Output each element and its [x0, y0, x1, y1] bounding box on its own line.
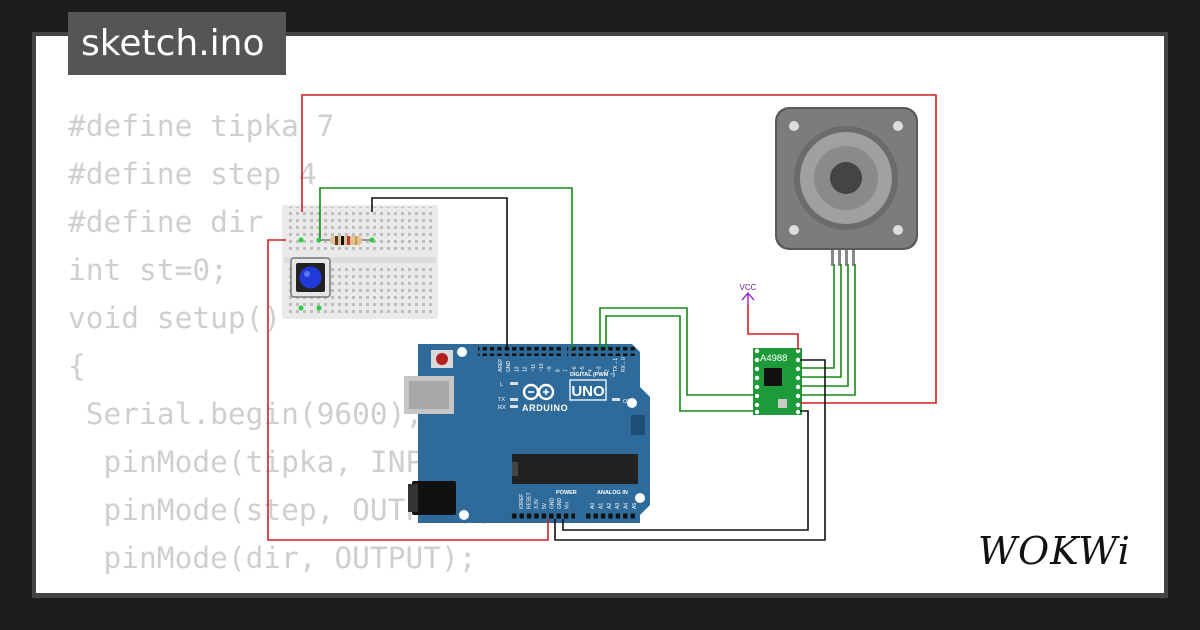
- code-line: #define step 4: [68, 157, 317, 191]
- arduino-pin-label: IOREF: [519, 494, 525, 509]
- l-led-label: L: [500, 382, 503, 388]
- wire-green: [800, 264, 835, 369]
- stepper-motor[interactable]: [775, 107, 918, 266]
- wire-black: [371, 197, 508, 349]
- arduino-pin-label: GND: [557, 498, 563, 510]
- wire-green: [800, 264, 849, 387]
- code-line: }: [68, 582, 494, 593]
- arduino-model-label: UNO: [571, 383, 605, 400]
- arduino-pin-label: A3: [615, 503, 621, 509]
- arduino-pin-label: ~5: [580, 366, 586, 372]
- power-led-label: ON: [623, 399, 631, 405]
- rx-led-label: RX: [498, 405, 506, 411]
- arduino-pin-label: 8: [555, 369, 561, 372]
- tx-led-label: TX: [498, 397, 505, 403]
- arduino-pin-label: 3.3V: [534, 498, 540, 509]
- arduino-uno-board[interactable]: UNO ARDUINO DIGITAL (PWM ~) POWER ANALOG…: [404, 344, 650, 523]
- code-line: {: [68, 349, 86, 383]
- arduino-pin-label: RESET: [527, 492, 533, 509]
- arduino-pin-label: GND: [549, 498, 555, 510]
- code-line: int st=0;: [68, 253, 228, 287]
- file-tab-label: sketch.ino: [81, 23, 265, 64]
- wire-red: [267, 239, 549, 541]
- power-header-label: POWER: [556, 490, 577, 496]
- arduino-pin-label: ~11: [531, 364, 537, 372]
- arduino-pin-label: A5: [632, 503, 638, 509]
- wokwi-logo: WOKWi: [978, 526, 1148, 576]
- arduino-pin-label: 12: [523, 366, 529, 372]
- analog-header-label: ANALOG IN: [597, 490, 628, 496]
- arduino-pin-label: RX←0: [621, 357, 627, 372]
- driver-label: A4988: [760, 353, 787, 364]
- digital-header-label: DIGITAL (PWM ~): [570, 372, 615, 378]
- code-line: #define tipka 7: [68, 109, 335, 143]
- wokwi-logo-text: WOKWi: [978, 529, 1131, 573]
- arduino-pin-label: GND: [506, 361, 512, 373]
- a4988-driver[interactable]: A4988: [753, 348, 802, 415]
- pushbutton[interactable]: [290, 257, 331, 298]
- arduino-pin-label: 4: [588, 369, 594, 372]
- arduino-pin-label: TX→1: [613, 358, 619, 372]
- arduino-pin-label: A4: [624, 503, 630, 509]
- vcc-label: VCC: [740, 283, 757, 292]
- arduino-pin-label: ~3: [596, 366, 602, 372]
- wire-red: [301, 94, 937, 404]
- wire-red: [747, 305, 799, 350]
- breadboard-contacts: [298, 237, 375, 311]
- arduino-pin-label: ~6: [572, 366, 578, 372]
- arduino-pin-label: 7: [564, 369, 570, 372]
- arduino-pin-label: 5V: [542, 502, 548, 509]
- wire-green: [605, 315, 755, 412]
- wire-green: [319, 187, 573, 349]
- arduino-pin-label: 2: [605, 369, 611, 372]
- arduino-pin-label: A0: [590, 503, 596, 509]
- arduino-pin-label: 13: [514, 366, 520, 372]
- wires: [267, 94, 937, 541]
- resistor[interactable]: [318, 236, 372, 245]
- file-tab[interactable]: sketch.ino: [68, 12, 286, 75]
- wire-black: [562, 410, 809, 531]
- code-line: void setup(): [68, 301, 282, 335]
- wire-green: [800, 264, 856, 396]
- arduino-pin-label: ~9: [547, 366, 553, 372]
- vcc-power-symbol[interactable]: VCC: [740, 283, 757, 305]
- code-background: #define tipka 7#define step 4#define dir…: [68, 102, 494, 593]
- arduino-pin-label: A2: [607, 503, 613, 509]
- arduino-brand-label: ARDUINO: [522, 403, 568, 413]
- arduino-pin-label: ~10: [539, 363, 545, 372]
- arduino-pin-label: Vin: [565, 502, 571, 509]
- arduino-pin-label: A1: [598, 503, 604, 509]
- code-line: Serial.begin(9600);: [68, 397, 424, 431]
- wire-black: [554, 359, 826, 541]
- arduino-logo: [522, 383, 555, 401]
- wire-green: [599, 307, 755, 396]
- arduino-pin-label: AREF: [498, 359, 504, 372]
- code-line: pinMode(dir, OUTPUT);: [68, 541, 477, 575]
- wire-green: [800, 264, 842, 378]
